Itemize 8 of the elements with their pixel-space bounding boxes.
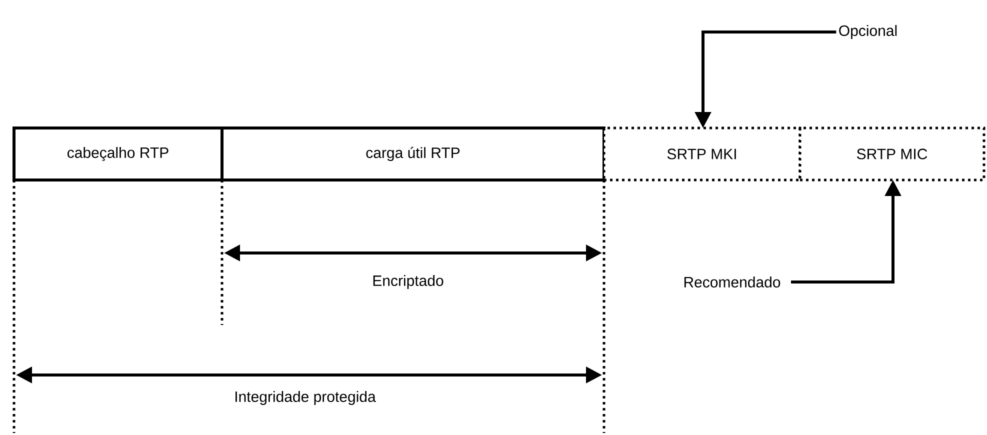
field-box: cabeçalho RTP <box>12 126 224 182</box>
note-text: Opcional <box>839 25 897 39</box>
field-box: carga útil RTP <box>220 126 606 182</box>
note-text: Recomendado <box>684 276 780 288</box>
dimension-label: Encriptado <box>373 275 444 289</box>
optional-field-box: SRTP MIC <box>798 126 986 182</box>
dimension-label: Integridade protegida <box>236 391 376 405</box>
optional-field-box: SRTP MKI <box>602 126 802 182</box>
